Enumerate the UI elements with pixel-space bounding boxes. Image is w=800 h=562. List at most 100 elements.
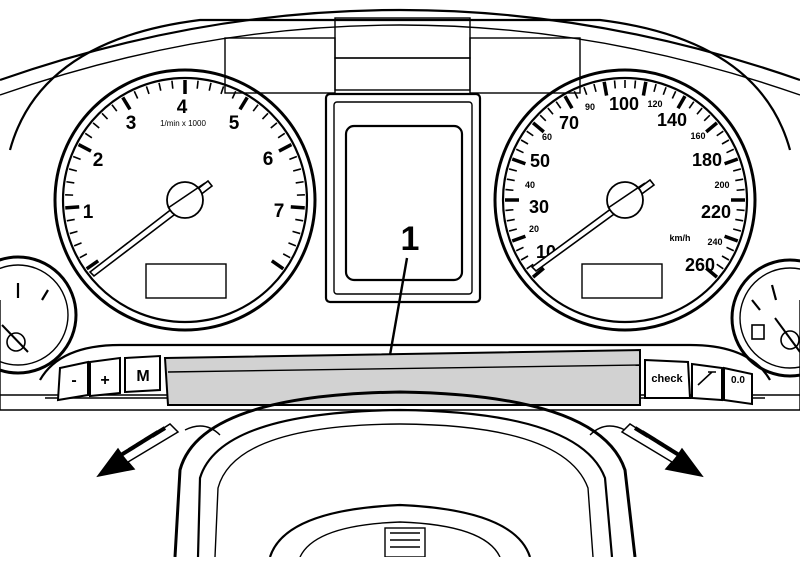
speedo-major-30: 30 [529, 197, 549, 217]
gauge-tick [722, 140, 729, 144]
callout-leader-line [390, 258, 407, 355]
tachometer: 1 2 3 4 5 6 7 1/min x 1000 [55, 70, 315, 330]
gauge-tick [93, 123, 99, 128]
gauge-tick [548, 108, 553, 114]
gauge-tick [271, 123, 277, 128]
callout-label: 1 [401, 220, 420, 258]
gauge-tick [102, 113, 108, 119]
speedo-major-140: 140 [657, 110, 687, 130]
speedo-minor-240: 240 [707, 237, 722, 247]
reset-button[interactable] [724, 368, 752, 404]
left-aux-gauge-face [0, 265, 68, 365]
center-display [326, 94, 480, 302]
tach-num-4: 4 [177, 97, 188, 118]
gauge-tick [293, 169, 301, 171]
speedo-major-100: 100 [609, 94, 639, 114]
gauge-tick [735, 179, 743, 180]
steering-wheel-rim-edge [215, 424, 593, 557]
gauge-tick [65, 207, 79, 208]
right-buttons: check 0.0 [645, 360, 752, 404]
gauge-tick [717, 131, 724, 136]
gauge-tick [533, 123, 544, 132]
tach-num-7: 7 [274, 201, 285, 222]
gauge-tick [123, 97, 130, 109]
gauge-tick [689, 102, 694, 109]
gauge-tick [146, 86, 149, 94]
gauge-tick [272, 261, 283, 269]
gauge-tick [521, 140, 528, 144]
gauge-tick [74, 243, 81, 246]
left-aux-gauge-hub [7, 333, 25, 351]
gauge-tick [172, 81, 173, 89]
gauge-tick [512, 236, 525, 241]
trip-reset-button[interactable] [692, 364, 722, 400]
steering-hub-emblem-lines [390, 533, 420, 547]
gauge-tick [262, 113, 268, 119]
highlighted-display-panel [165, 350, 640, 405]
gauge-tick [70, 231, 78, 233]
tach-num-1: 1 [83, 202, 94, 223]
gauge-tick [197, 81, 198, 89]
reset-button-label: 0.0 [731, 375, 745, 386]
gauge-tick [279, 145, 291, 151]
gauge-tick [291, 207, 305, 208]
gauge-tick [293, 231, 301, 233]
right-aux-gauge-tick-1 [772, 285, 776, 300]
speedo-minor-120: 120 [647, 99, 662, 109]
center-display-inner [334, 102, 472, 294]
gauge-tick [521, 256, 528, 260]
callout: 1 [390, 220, 419, 355]
gauge-tick [278, 133, 285, 137]
gauge-tick [289, 157, 296, 160]
speedo-major-220: 220 [701, 202, 731, 222]
gauge-tick [635, 80, 636, 88]
gauge-tick [73, 157, 80, 160]
gauge-tick [159, 83, 161, 91]
plus-button-label: + [100, 372, 109, 389]
gauge-tick [512, 159, 525, 164]
tach-num-5: 5 [229, 113, 240, 134]
tach-num-6: 6 [263, 149, 274, 170]
gauge-tick [604, 82, 606, 96]
gauge-tick [706, 123, 717, 132]
gauge-tick [737, 190, 745, 191]
gauge-tick [733, 229, 741, 231]
gauge-tick [253, 105, 258, 111]
gauge-tick [507, 179, 515, 180]
speedo-major-50: 50 [530, 151, 550, 171]
gauge-tick [69, 169, 77, 171]
gauge-tick [112, 105, 117, 111]
gauge-tick [565, 96, 572, 108]
top-panel-center [335, 18, 470, 58]
speedometer: 10 30 50 70 100 140 180 220 260 20 40 60… [495, 70, 755, 330]
left-buttons: - + M [58, 356, 160, 400]
steering-wheel-rim-inner [198, 410, 612, 557]
top-panels [225, 18, 580, 93]
gauge-tick [663, 87, 666, 95]
gauge-tick [556, 102, 561, 109]
minus-button-label: - [71, 372, 76, 389]
gauge-tick [594, 84, 596, 92]
gauge-tick [516, 149, 523, 152]
gauge-tick [516, 247, 523, 250]
top-panel-lower [335, 58, 470, 90]
tachometer-lcd [146, 264, 226, 298]
gauge-tick [725, 236, 738, 241]
top-panel-left [225, 38, 335, 93]
gauge-tick [505, 210, 513, 211]
gauge-tick [540, 115, 546, 121]
speedo-minor-90: 90 [585, 102, 595, 112]
tach-unit-label: 1/min x 1000 [160, 119, 206, 128]
gauge-tick [735, 219, 743, 220]
gauge-tick [643, 82, 645, 96]
steering-wheel [175, 392, 635, 557]
gauge-tick [296, 182, 304, 183]
gauge-tick [725, 159, 738, 164]
gauge-tick [733, 169, 741, 171]
mode-button-label: M [136, 368, 149, 385]
gauge-tick [737, 210, 745, 211]
gauge-tick [79, 145, 91, 151]
gauge-tick [67, 219, 75, 220]
